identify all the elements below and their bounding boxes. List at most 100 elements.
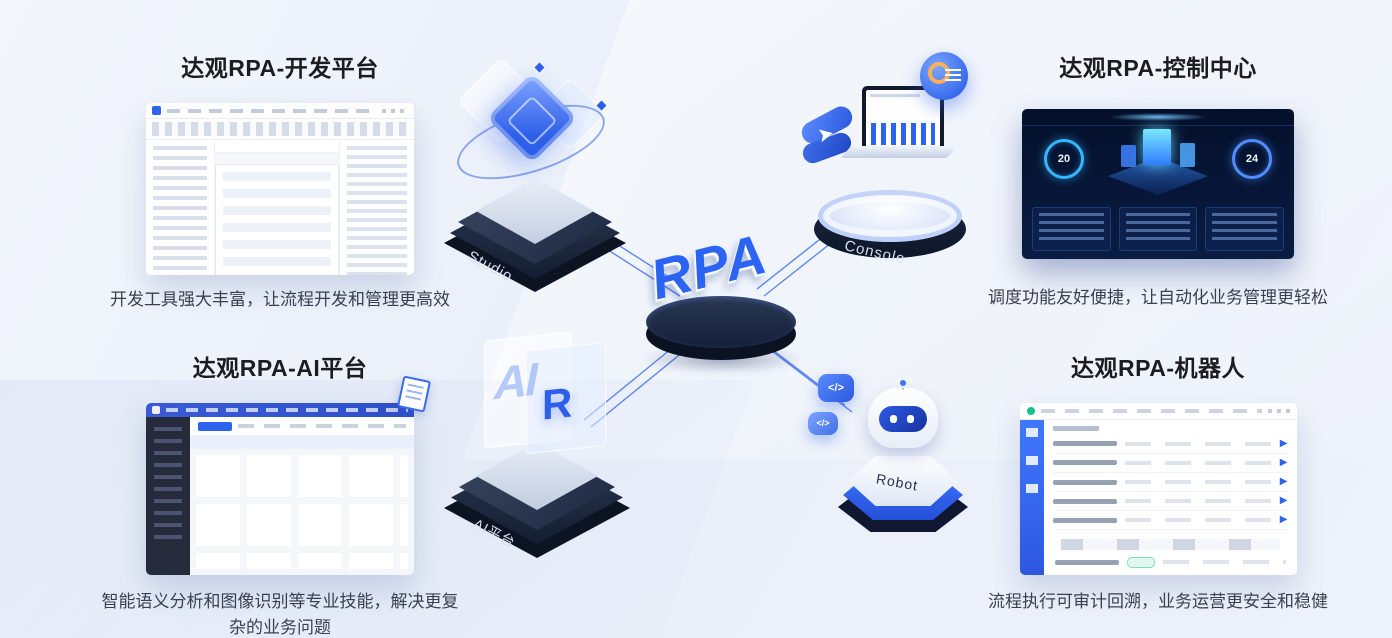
gauge-right: 24 (1232, 139, 1272, 180)
robot-screenshot: ▶ ▶ ▶ ▶ (1019, 403, 1297, 576)
hub-diagram: Studio Console (430, 40, 990, 558)
menu-items-placeholder (167, 108, 376, 113)
record-meta-placeholder (1162, 560, 1286, 565)
table-row (1053, 554, 1288, 571)
robot-main: ▶ ▶ ▶ ▶ (1043, 420, 1297, 576)
robot-sidebar (1019, 420, 1044, 576)
robot-titlebar (1019, 403, 1297, 421)
ai-accent-letter: R (542, 378, 573, 429)
stat-card (1118, 207, 1198, 252)
task-name-placeholder (1052, 460, 1117, 466)
dev-body (146, 140, 414, 276)
ai-glyph: AI (494, 352, 536, 410)
dashboard-3d-city (1103, 129, 1213, 196)
code-bubble-icon: </> (818, 374, 854, 402)
form-rows-placeholder (223, 172, 332, 273)
app-logo-icon (1026, 407, 1035, 416)
dashboard-stat-columns (1032, 207, 1285, 252)
window-controls-icon (382, 108, 408, 113)
ai-platform-caption: 智能语义分析和图像识别等专业技能，解决更复杂的业务问题 (101, 592, 459, 638)
node-studio: Studio (440, 57, 630, 293)
city-tower (1121, 145, 1136, 168)
bar-chart-icon (871, 123, 935, 145)
app-logo-icon (152, 406, 160, 415)
laptop-base (840, 146, 958, 158)
task-row: ▶ (1052, 435, 1288, 454)
sidebar-icons-placeholder (1025, 428, 1038, 501)
robot-body: ▶ ▶ ▶ ▶ (1019, 420, 1297, 576)
dev-platform-screenshot (146, 103, 414, 276)
run-icon: ▶ (1279, 495, 1288, 507)
robot-visor (879, 406, 927, 432)
task-row: ▶ (1052, 492, 1288, 512)
table-header-placeholder (1053, 535, 1288, 553)
ai-banner (190, 436, 414, 450)
ai-skill-card-grid (196, 455, 408, 570)
dev-properties-panel (339, 140, 414, 276)
ai-main (190, 417, 414, 576)
task-row: ▶ (1052, 511, 1288, 531)
task-meta-placeholder (1124, 480, 1272, 485)
node-robot: </> </> Robot (808, 358, 994, 553)
task-meta-placeholder (1124, 441, 1272, 446)
node-ai-platform: AI R AI平台 (442, 331, 642, 558)
primary-button (198, 421, 232, 431)
robot-caption: 流程执行可审计回溯，业务运营更安全和稳健 (988, 592, 1328, 612)
city-tower (1180, 143, 1195, 168)
task-row: ▶ (1052, 473, 1288, 493)
task-meta-placeholder (1124, 499, 1272, 504)
task-name-placeholder (1052, 517, 1117, 523)
dashboard-header (1022, 109, 1294, 127)
gauge-left: 20 (1044, 139, 1084, 180)
success-badge (1126, 556, 1155, 568)
section-control-center: 达观RPA-控制中心 20 24 调度功能友好便捷，让自动化业务管理更轻松 (962, 34, 1354, 311)
robot-antenna (900, 380, 906, 386)
mail-wing-icon (797, 102, 864, 176)
report-lines (945, 69, 961, 81)
console-disc-top (818, 190, 962, 242)
city-tower (1143, 129, 1171, 166)
robot-eye (907, 415, 914, 423)
section-dev-platform: 达观RPA-开发平台 开发工具强大丰富，让流程开发和管理更高效 (88, 34, 472, 313)
chart-title-placeholder (870, 94, 920, 97)
task-row: ▶ (1052, 454, 1288, 473)
ai-platform-title: 达观RPA-AI平台 (192, 355, 368, 382)
section-ai-platform: 达观RPA-AI平台 智能语义分析和 (88, 334, 472, 638)
section-robot: 达观RPA-机器人 ▶ (958, 334, 1358, 615)
dev-breadcrumb (215, 140, 340, 154)
title-placeholder (1040, 409, 1262, 414)
dev-platform-title: 达观RPA-开发平台 (181, 55, 379, 82)
window-controls-icon (1267, 409, 1290, 414)
stat-card (1032, 207, 1111, 252)
task-name-placeholder (1052, 479, 1117, 485)
sidebar-items-placeholder (154, 427, 182, 548)
task-name-placeholder (1052, 498, 1117, 504)
dev-menubar (146, 103, 414, 120)
section-title-placeholder (1052, 424, 1288, 433)
ai-top-bar (146, 403, 414, 418)
task-meta-placeholder (1124, 518, 1272, 523)
ai-sidebar (146, 417, 190, 576)
run-icon: ▶ (1279, 514, 1288, 526)
menu-items-placeholder (166, 408, 408, 413)
run-icon: ▶ (1279, 476, 1288, 488)
dev-property-form (215, 164, 340, 276)
record-name-placeholder (1054, 559, 1119, 565)
dev-canvas (215, 140, 340, 276)
toolbar-items-placeholder (238, 424, 406, 429)
dev-platform-caption: 开发工具强大丰富，让流程开发和管理更高效 (110, 290, 450, 310)
dev-project-tree (146, 140, 216, 276)
control-center-screenshot: 20 24 (1022, 109, 1294, 260)
node-console: Console (797, 52, 990, 288)
robot-eye (890, 415, 897, 423)
report-badge-icon (920, 52, 968, 100)
laptop-screen (866, 90, 940, 148)
stat-card (1205, 207, 1285, 252)
run-icon: ▶ (1279, 456, 1288, 468)
ai-body (146, 417, 414, 576)
code-bubble-icon: </> (808, 412, 838, 435)
rpa-hub: RPA (640, 222, 804, 374)
control-center-title: 达观RPA-控制中心 (1059, 55, 1257, 82)
task-name-placeholder (1052, 441, 1117, 447)
